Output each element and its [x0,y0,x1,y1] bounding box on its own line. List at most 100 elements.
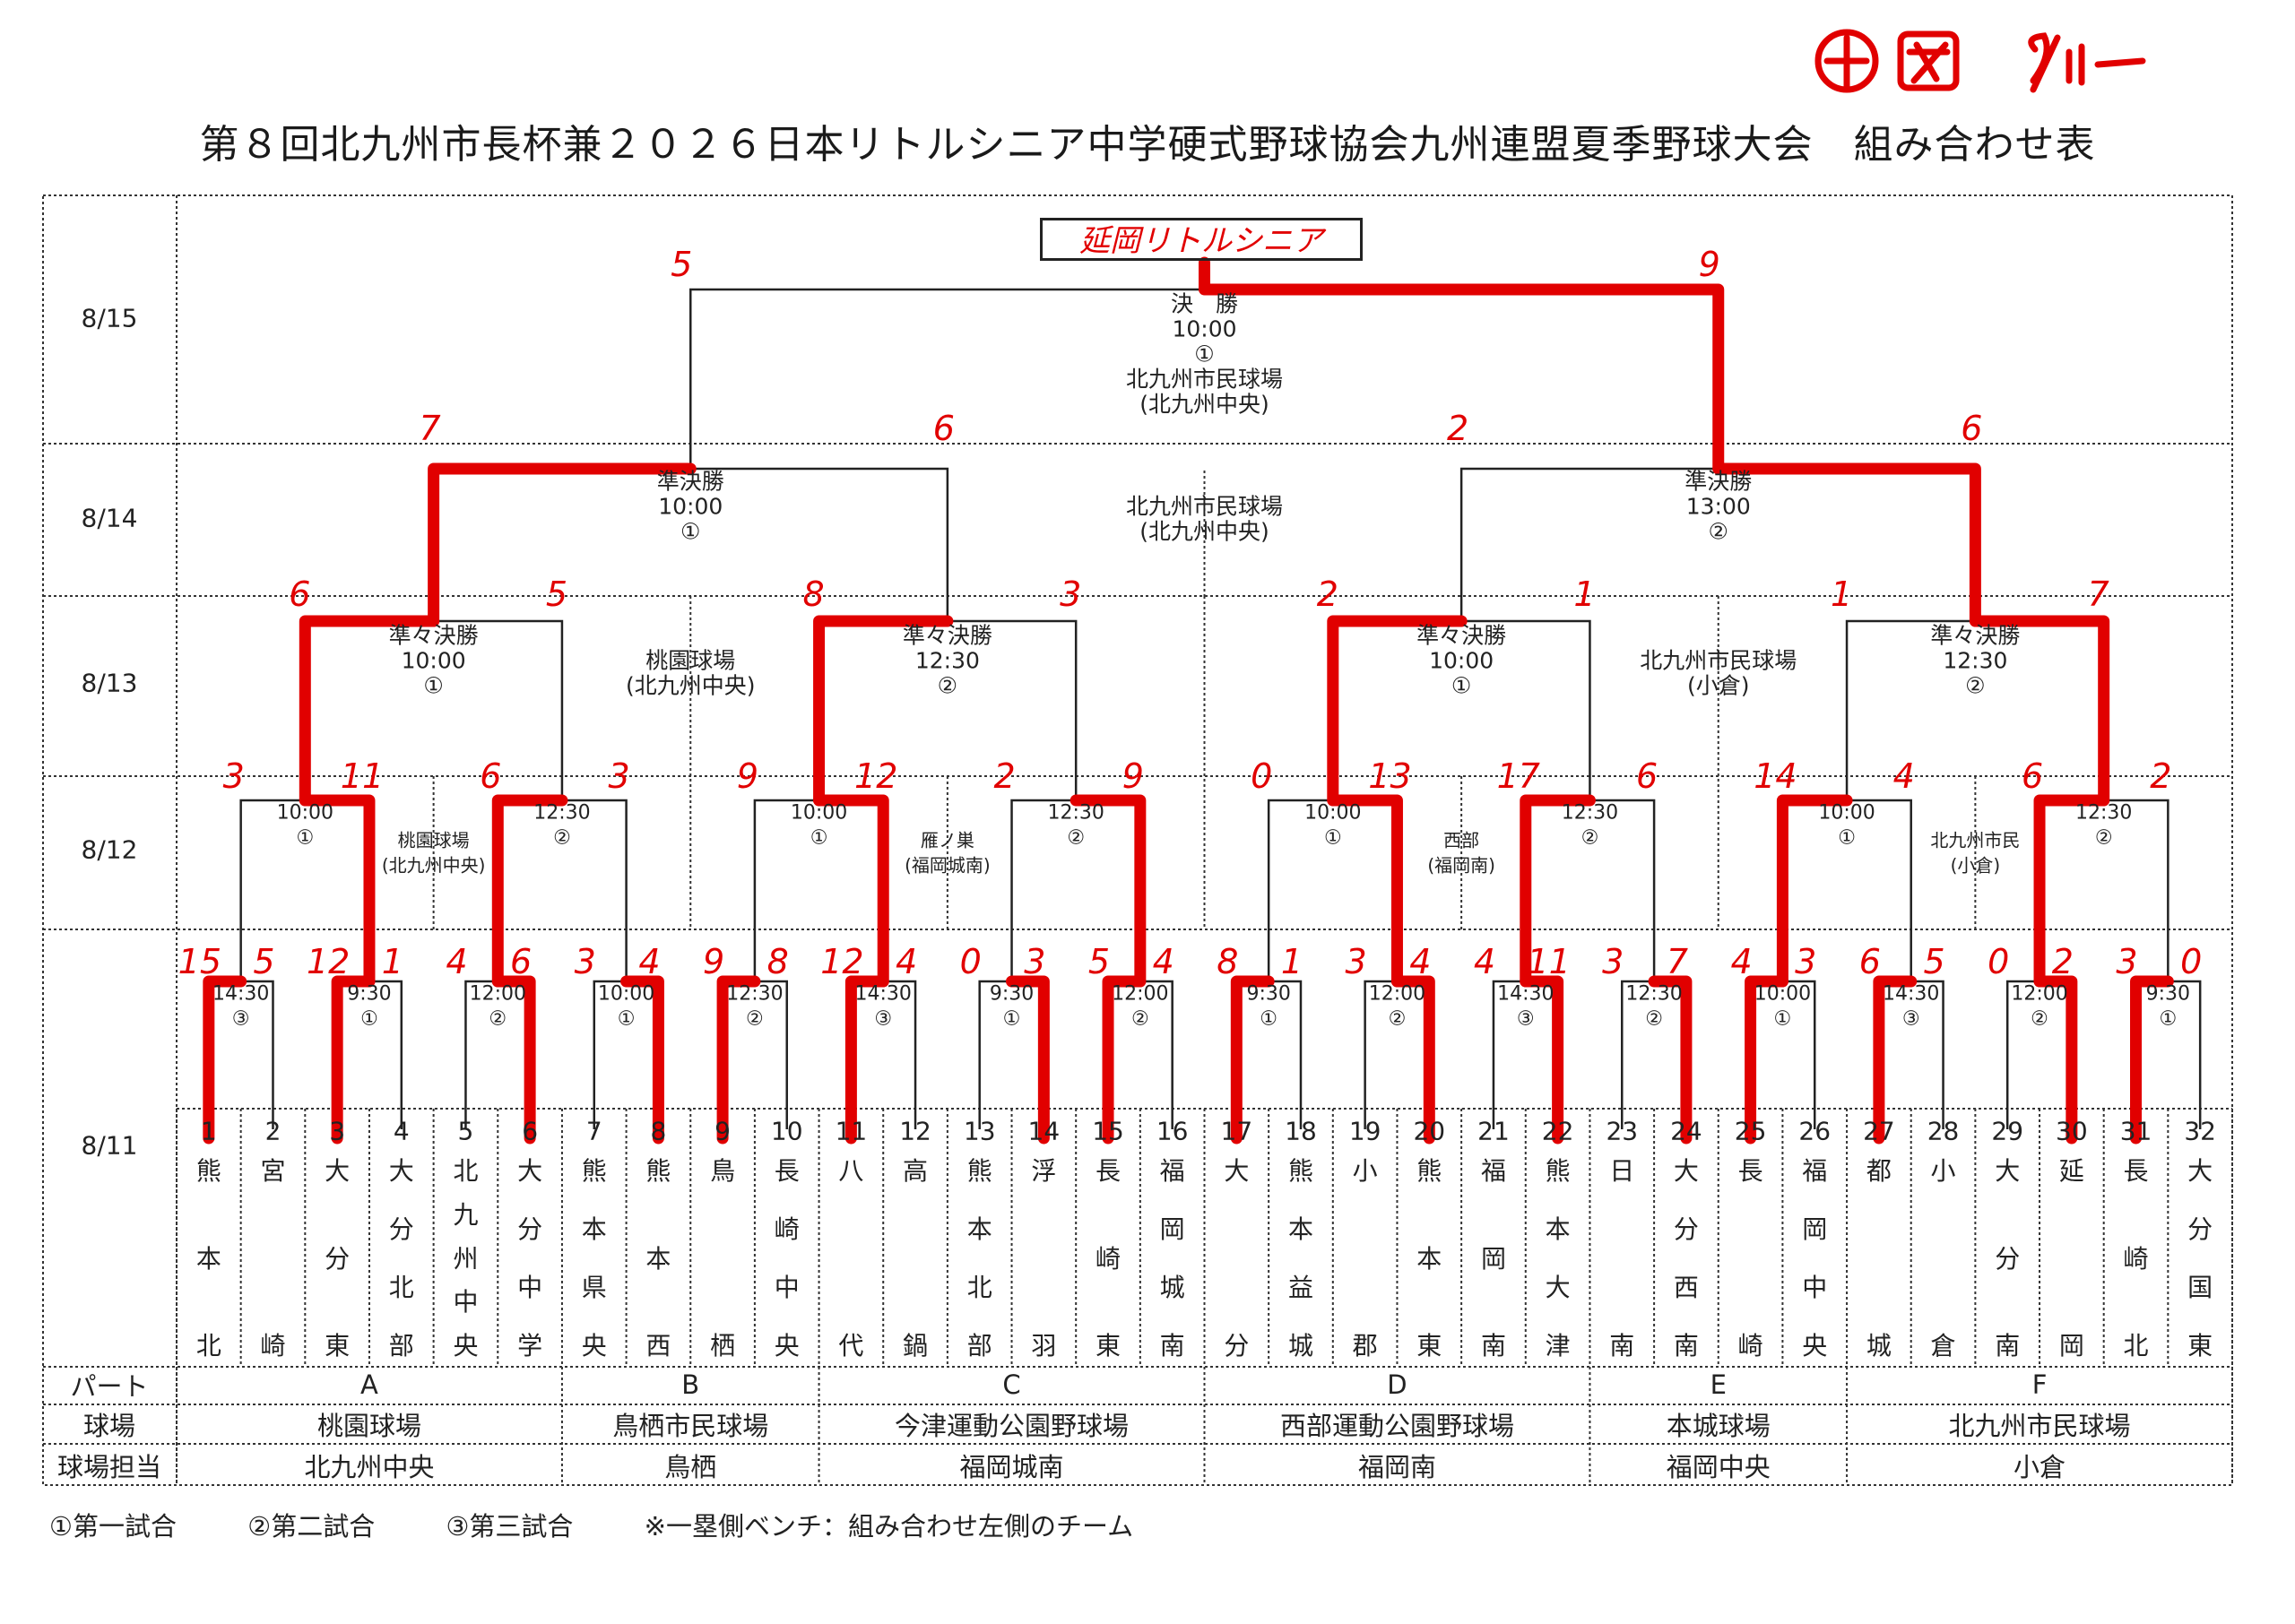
team-name: 岡 [2058,1331,2084,1361]
score-day1: 7 [1666,942,1689,981]
team-number: 2 [264,1116,281,1146]
team-name: 代 [838,1331,864,1361]
score-semi: 6 [932,409,955,448]
footnote: ①第一試合 ②第二試合 ③第三試合 ※一塁側ベンチ：組み合わせ左側のチーム [49,1506,1196,1543]
team-name: 郡 [1352,1331,1378,1361]
day2-venue: 雁ノ巣 [920,829,974,851]
team-name: 本 [645,1243,671,1274]
day2-game: 12:30 [1047,801,1104,825]
score-day2: 6 [2021,756,2044,796]
quarter-info: 準々決勝 [1416,622,1507,649]
score-day1: 3 [1602,942,1624,981]
team-name: 国 [2187,1273,2213,1302]
score-day1: 0 [2180,942,2203,981]
final-info: ① [1194,341,1215,367]
semi-info: 13:00 [1685,493,1751,520]
score-day1: 5 [1087,942,1111,981]
team-name: 大 [1224,1156,1250,1186]
team-name: 州 [453,1243,479,1274]
quarter-info: 12:30 [1943,647,2008,674]
note-2: ②第二試合 [247,1511,376,1542]
team-name: 崎 [1096,1243,1122,1274]
date-label: 8/11 [81,1130,138,1161]
team-name: 延 [2058,1156,2084,1186]
day1-game: 12:00 [1368,982,1426,1006]
team-name: 都 [1866,1156,1892,1186]
team-name: 崎 [774,1214,800,1244]
team-name: 益 [1287,1273,1313,1302]
day1-game: 12:00 [469,982,526,1006]
semi-venue: 北九州市民球場 [1125,493,1284,520]
footer-host: 鳥栖 [664,1452,717,1482]
team-name: 大 [1673,1156,1699,1186]
team-name: 分 [2187,1214,2213,1244]
team-number: 12 [899,1116,931,1146]
team-name: 熊 [1545,1156,1571,1186]
final-info: (北九州中央) [1139,391,1269,418]
score-day1: 4 [1409,942,1432,981]
day2-venue: (北九州中央) [381,854,486,877]
team-name: 中 [517,1273,543,1302]
score-day1: 1 [1280,942,1303,981]
handwritten-stamp [1814,29,1960,93]
day2-game: ② [1067,826,1086,850]
team-number: 3 [329,1116,346,1146]
score-day1: 6 [1858,942,1881,981]
score-quarter: 2 [1316,574,1338,614]
team-name: 中 [1802,1273,1828,1302]
team-number: 13 [963,1116,996,1146]
team-number: 24 [1670,1116,1702,1146]
team-name: 南 [1673,1331,1699,1361]
footer-venue: 今津運動公園野球場 [895,1411,1130,1441]
date-label: 8/15 [81,303,138,333]
team-number: 17 [1220,1116,1253,1146]
team-name: 南 [1159,1331,1185,1361]
semi-info: 準決勝 [656,468,724,495]
final-info: 北九州市民球場 [1125,366,1284,393]
score-day2: 3 [608,756,630,796]
day1-game: ② [1130,1007,1149,1031]
team-name: 央 [774,1331,800,1361]
team-name: 崎 [2123,1243,2149,1274]
team-name: 熊 [1287,1156,1313,1186]
score-day2: 6 [480,756,502,796]
team-name: 長 [1737,1156,1763,1186]
day1-game: 12:30 [1625,982,1683,1006]
team-name: 大 [2187,1156,2213,1186]
team-name: 岡 [1802,1214,1828,1244]
team-name: 崎 [260,1331,286,1361]
team-name: 熊 [966,1156,992,1186]
team-name: 部 [966,1331,992,1361]
team-name: 南 [1995,1331,2021,1361]
team-name: 分 [1224,1331,1250,1361]
score-quarter: 1 [1573,574,1596,614]
score-day1: 8 [766,942,789,981]
team-name: 北 [453,1156,479,1186]
team-name: 城 [1159,1273,1185,1302]
quarter-info: ① [423,672,444,699]
day2-venue: 北九州市民 [1930,829,2021,851]
footer-venue: 西部運動公園野球場 [1279,1411,1514,1441]
team-name: 津 [1545,1331,1571,1361]
team-name: 北 [2123,1331,2149,1361]
day2-game: ① [810,826,828,850]
day1-game: 14:30 [854,982,912,1006]
score-day2: 11 [340,756,385,796]
day2-game: 10:00 [1304,801,1362,825]
team-name: 分 [325,1243,351,1274]
day1-game: ③ [874,1007,893,1031]
team-name: 大 [1995,1156,2021,1186]
day1-game: 12:30 [726,982,784,1006]
day2-venue: (小倉) [1950,854,2001,877]
team-number: 10 [770,1116,803,1146]
score-quarter: 7 [2087,574,2109,614]
score-day2: 9 [1122,756,1144,796]
team-number: 8 [650,1116,667,1146]
team-name: 央 [1802,1331,1828,1361]
team-number: 26 [1798,1116,1832,1146]
day1-game: ① [1002,1007,1021,1031]
score-day1: 4 [1473,942,1496,981]
score-day2: 6 [1636,756,1658,796]
team-number: 32 [2184,1116,2216,1146]
day1-game: ② [746,1007,764,1031]
